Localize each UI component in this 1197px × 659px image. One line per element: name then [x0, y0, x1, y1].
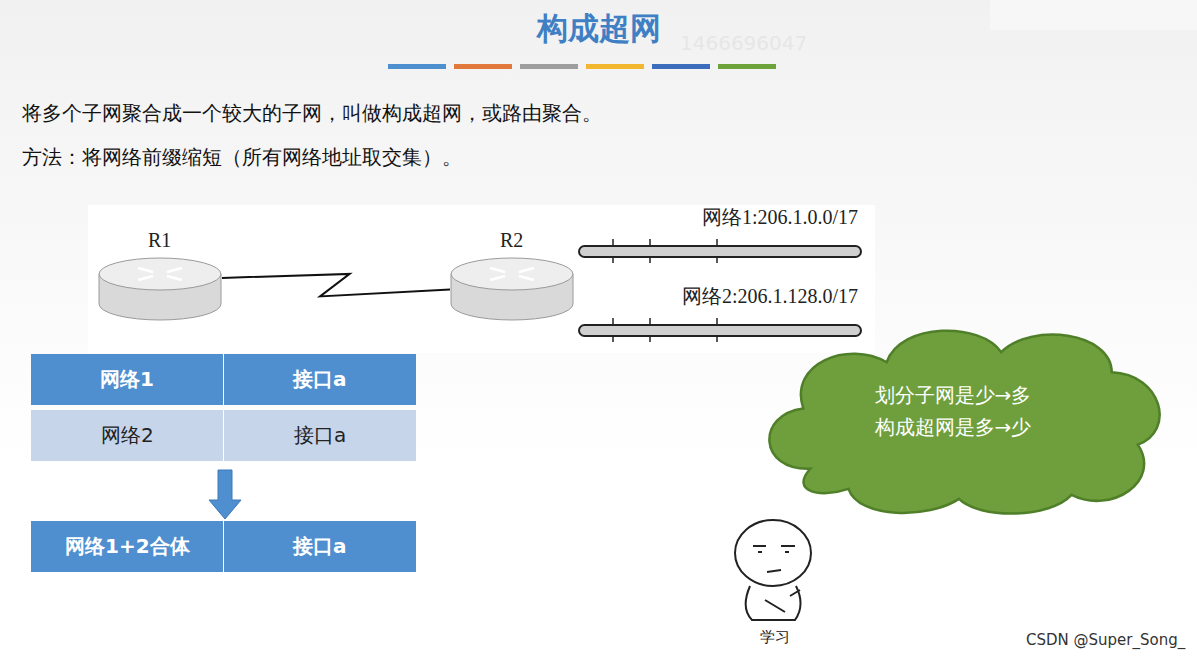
person-figure	[735, 520, 811, 620]
corner-panel	[990, 0, 1197, 30]
router-node: R1	[98, 228, 222, 324]
table-cell: 接口a	[293, 366, 347, 392]
watermark: 1466696047	[680, 30, 807, 56]
table-cell: 网络2	[101, 422, 154, 448]
table-cell: 接口a	[294, 422, 346, 448]
serial-link	[222, 274, 450, 297]
routing-table	[31, 354, 416, 572]
table-cell: 接口a	[293, 533, 347, 559]
network-segment: 网络1:206.1.0.0/17	[578, 205, 866, 263]
thought-cloud: 划分子网是少→多 构成超网是多→少	[748, 318, 1174, 516]
network-label: 网络1:206.1.0.0/17	[702, 205, 858, 229]
cloud-text: 划分子网是少→多 构成超网是多→少	[838, 379, 1068, 443]
network-segment: 网络2:206.1.128.0/17	[578, 284, 866, 342]
watermark: CSDN @Super_Song_	[1026, 631, 1185, 651]
slide-title: 构成超网	[0, 8, 1197, 50]
down-arrow	[209, 470, 241, 519]
router-label: R2	[500, 228, 523, 252]
color-bar	[388, 64, 776, 69]
table-cell: 网络1+2合体	[65, 533, 190, 559]
router-node: R2	[450, 228, 574, 324]
method-text: 方法：将网络前缀缩短（所有网络地址取交集）。	[22, 144, 462, 170]
figure-panel	[88, 205, 875, 353]
table-cell: 网络1	[100, 366, 154, 392]
router-label: R1	[148, 228, 171, 252]
intro-text: 将多个子网聚合成一个较大的子网，叫做构成超网，或路由聚合。	[22, 100, 602, 126]
person-caption: 学习	[760, 628, 790, 648]
network-label: 网络2:206.1.128.0/17	[682, 284, 858, 308]
